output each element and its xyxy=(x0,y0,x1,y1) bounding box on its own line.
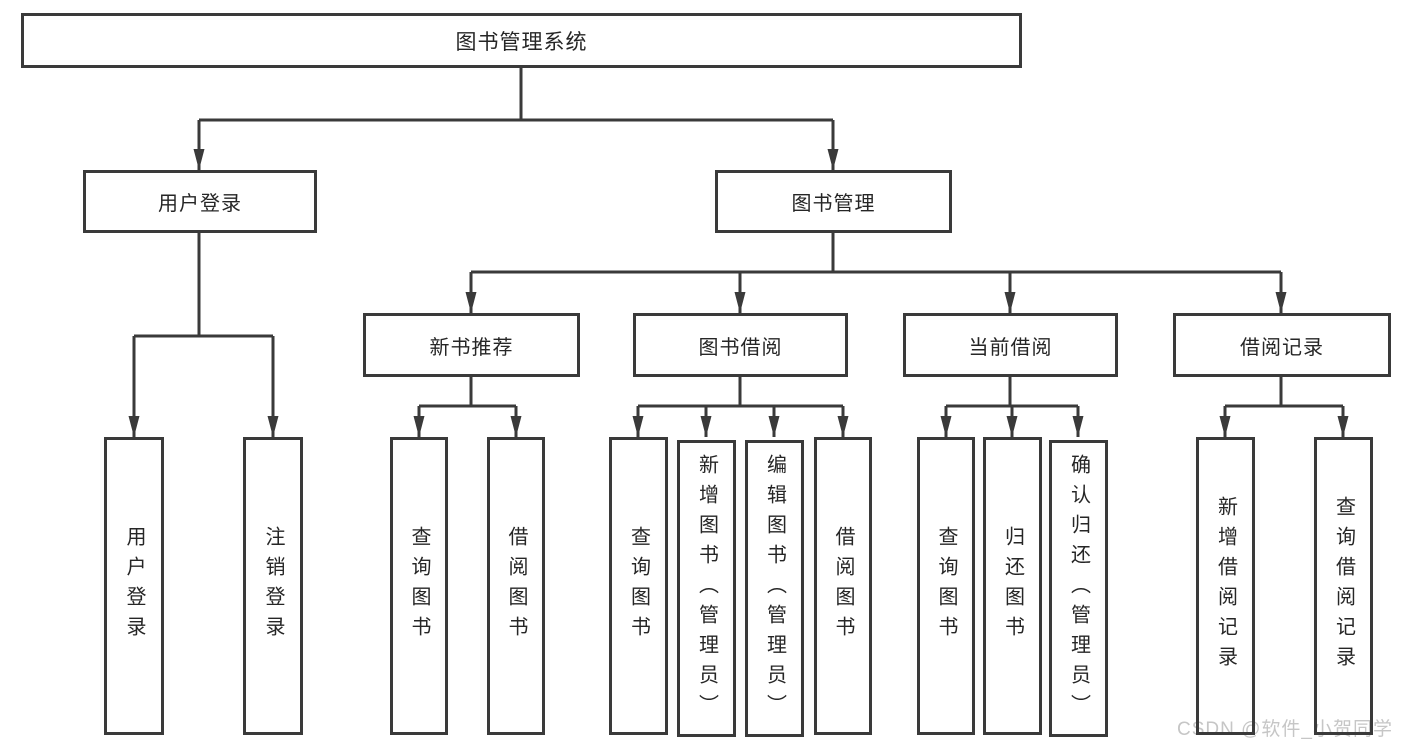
leaf-query-books-1: 查询图书 xyxy=(390,437,448,735)
node-book-management: 图书管理 xyxy=(715,170,952,233)
leaf-logout: 注销登录 xyxy=(243,437,303,735)
leaf-label: 新增借阅记录 xyxy=(1214,496,1237,676)
leaf-return-books: 归还图书 xyxy=(983,437,1042,735)
node-current-borrowing: 当前借阅 xyxy=(903,313,1118,377)
leaf-query-borrow-record: 查询借阅记录 xyxy=(1314,437,1373,735)
leaf-label: 确认归还（管理员） xyxy=(1067,453,1090,724)
leaf-label: 查询借阅记录 xyxy=(1332,496,1355,676)
node-label: 图书借阅 xyxy=(698,336,783,359)
node-book-borrowing: 图书借阅 xyxy=(633,313,848,377)
node-label: 当前借阅 xyxy=(968,336,1053,359)
node-new-book-recommend: 新书推荐 xyxy=(363,313,580,377)
connector-path xyxy=(132,68,1345,437)
leaf-label: 查询图书 xyxy=(408,526,430,646)
node-label: 借阅记录 xyxy=(1240,336,1324,359)
node-label: 用户登录 xyxy=(158,193,242,215)
leaf-add-books-admin: 新增图书（管理员） xyxy=(677,440,736,737)
node-user-login: 用户登录 xyxy=(83,170,317,233)
leaf-user-login: 用户登录 xyxy=(104,437,164,735)
leaf-label: 新增图书（管理员） xyxy=(695,453,718,724)
node-label: 图书管理系统 xyxy=(455,30,588,54)
leaf-label: 注销登录 xyxy=(262,526,284,646)
arrow-down-icons xyxy=(128,149,1349,437)
leaf-label: 编辑图书（管理员） xyxy=(763,453,786,724)
leaf-label: 借阅图书 xyxy=(832,526,854,646)
leaf-label: 归还图书 xyxy=(1001,526,1024,646)
leaf-edit-books-admin: 编辑图书（管理员） xyxy=(745,440,804,737)
leaf-confirm-return-admin: 确认归还（管理员） xyxy=(1049,440,1108,737)
node-borrowing-records: 借阅记录 xyxy=(1173,313,1391,377)
node-label: 图书管理 xyxy=(791,193,876,215)
leaf-query-books-3: 查询图书 xyxy=(917,437,975,735)
leaf-borrow-books-2: 借阅图书 xyxy=(814,437,872,735)
node-library-system: 图书管理系统 xyxy=(21,13,1022,68)
node-label: 新书推荐 xyxy=(429,336,514,359)
leaf-label: 查询图书 xyxy=(935,526,957,646)
leaf-label: 查询图书 xyxy=(627,526,650,646)
leaf-label: 用户登录 xyxy=(123,526,145,646)
leaf-label: 借阅图书 xyxy=(505,526,527,646)
leaf-add-borrow-record: 新增借阅记录 xyxy=(1196,437,1255,735)
leaf-query-books-2: 查询图书 xyxy=(609,437,668,735)
leaf-borrow-books-1: 借阅图书 xyxy=(487,437,545,735)
